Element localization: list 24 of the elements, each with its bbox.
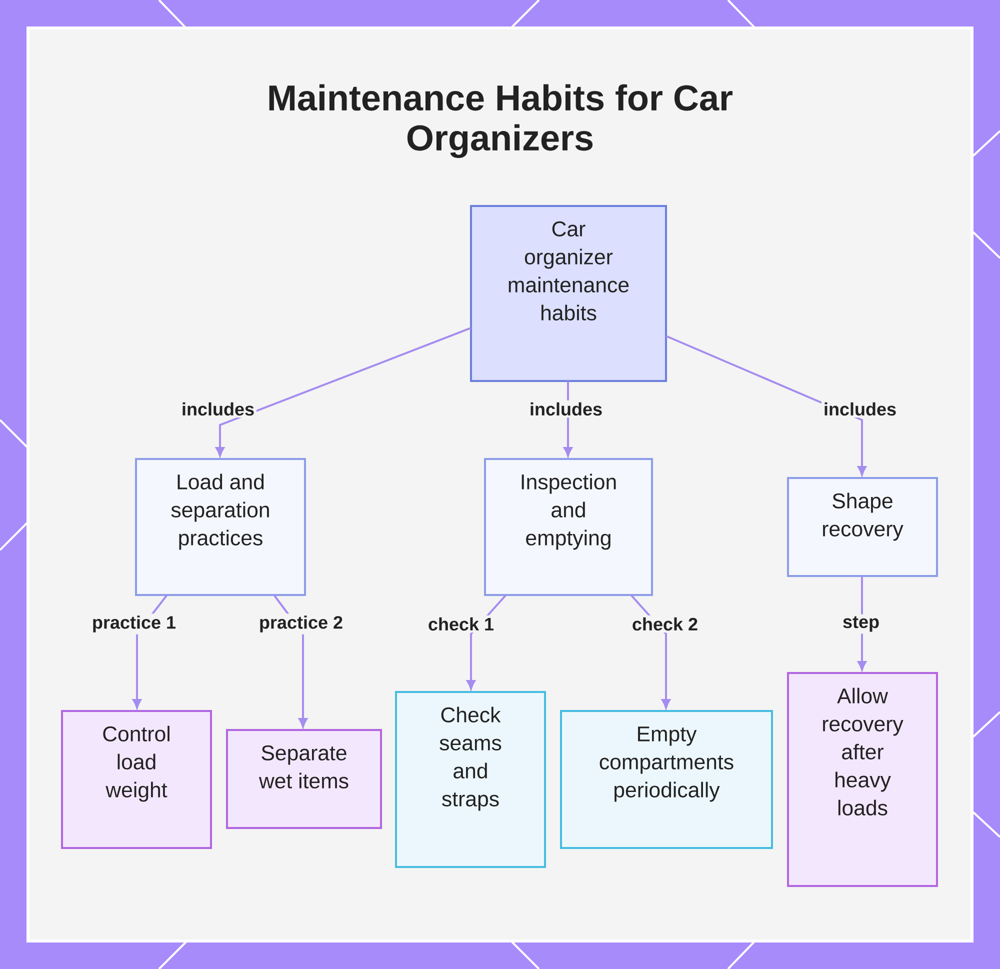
edge-label: step [840,614,882,634]
action-box: Control load weight [61,710,212,849]
action-box: Allow recovery after heavy loads [787,672,938,887]
connector-arrow [273,594,308,728]
edge-label: check 1 [426,615,496,633]
action-box: Separate wet items [226,729,382,829]
category-box: Load and separation practices [135,458,306,596]
connector-arrow [858,576,866,670]
edge-label: check 2 [630,615,700,633]
category-box: Shape recovery [787,477,938,577]
edge-label: practice 2 [256,614,346,634]
connector-arrow [564,381,572,456]
edge-label: includes [180,400,257,418]
topic-box: Car organizer maintenance habits [470,205,667,382]
edge-label: includes [528,400,605,418]
action-box: Empty compartments periodically [560,710,773,849]
action-box: Check seams and straps [395,691,546,868]
connector-arrow [630,594,670,708]
edge-label: includes [822,400,899,418]
connector-arrow [666,335,866,476]
edge-label: practice 1 [90,614,178,634]
title: Maintenance Habits for Car Organizers [269,84,732,158]
connector-arrow [216,327,472,456]
category-box: Inspection and emptying [484,458,653,596]
